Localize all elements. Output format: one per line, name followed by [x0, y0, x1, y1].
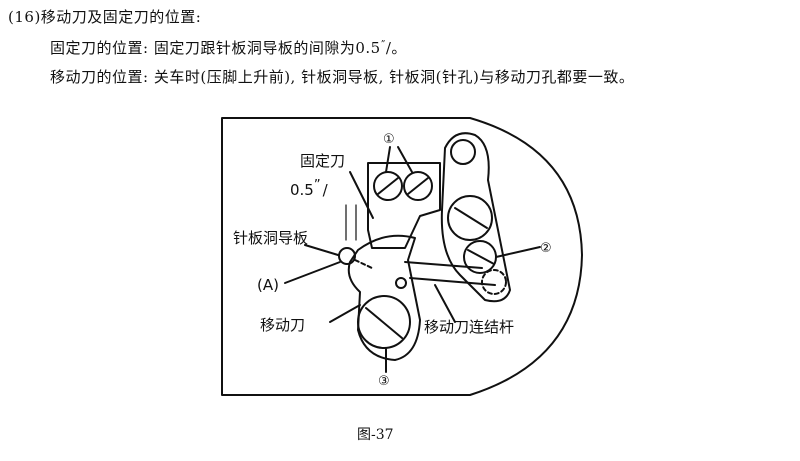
leader-1b — [397, 146, 413, 173]
link-rod — [404, 261, 496, 286]
moving-knife-label: 移动刀的位置: — [50, 68, 149, 86]
leader-fixed — [349, 171, 374, 219]
fixed-knife-text: 固定刀跟针板洞导板的间隙为0.5 — [153, 39, 381, 57]
screw-1b — [403, 171, 433, 201]
guide-dash — [354, 259, 373, 269]
label-needle-plate-guide: 针板洞导板 — [233, 229, 308, 247]
moving-knife-body — [347, 234, 421, 361]
label-moving-knife: 移动刀 — [260, 316, 305, 334]
leader-a — [284, 261, 341, 284]
moving-knife-hole — [395, 277, 407, 289]
figure-caption: 图-37 — [357, 427, 394, 443]
moving-knife-screw — [357, 295, 411, 349]
leader-moving — [329, 304, 361, 323]
section-heading: (16)移动刀及固定刀的位置: — [8, 8, 202, 26]
needle-plate-guide-hole — [338, 247, 356, 265]
moving-knife-text: 关车时(压脚上升前), 针板洞导板, 针板洞(针孔)与移动刀孔都要一致。 — [153, 68, 635, 86]
leader-rod — [434, 284, 456, 323]
leader-guide — [304, 244, 339, 256]
fixed-knife-text-end: /。 — [385, 39, 407, 57]
leader-2 — [495, 246, 541, 258]
callout-1: ① — [383, 132, 395, 147]
fixed-knife-bracket — [367, 162, 441, 249]
fixed-knife-label: 固定刀的位置: — [50, 39, 149, 57]
fixed-knife-paragraph: 固定刀的位置: 固定刀跟针板洞导板的间隙为0.5”/。 — [50, 37, 407, 58]
label-point-a: (A) — [257, 276, 279, 294]
lower-pivot — [481, 269, 507, 295]
label-gap: 0.5”/ — [290, 178, 329, 199]
upper-arm-hole — [450, 139, 476, 165]
callout-2: ② — [540, 241, 552, 256]
moving-knife-paragraph: 移动刀的位置: 关车时(压脚上升前), 针板洞导板, 针板洞(针孔)与移动刀孔都… — [50, 66, 634, 87]
callout-3: ③ — [378, 374, 390, 389]
leader-1a — [385, 146, 391, 173]
upper-arm-screw — [447, 195, 493, 241]
label-link-rod: 移动刀连结杆 — [424, 318, 514, 336]
screw-1a — [373, 171, 403, 201]
needle-plate-outline — [221, 117, 583, 396]
label-fixed-knife: 固定刀 — [300, 152, 345, 170]
gap-mark: ” — [380, 40, 386, 50]
upper-arm — [440, 132, 511, 303]
